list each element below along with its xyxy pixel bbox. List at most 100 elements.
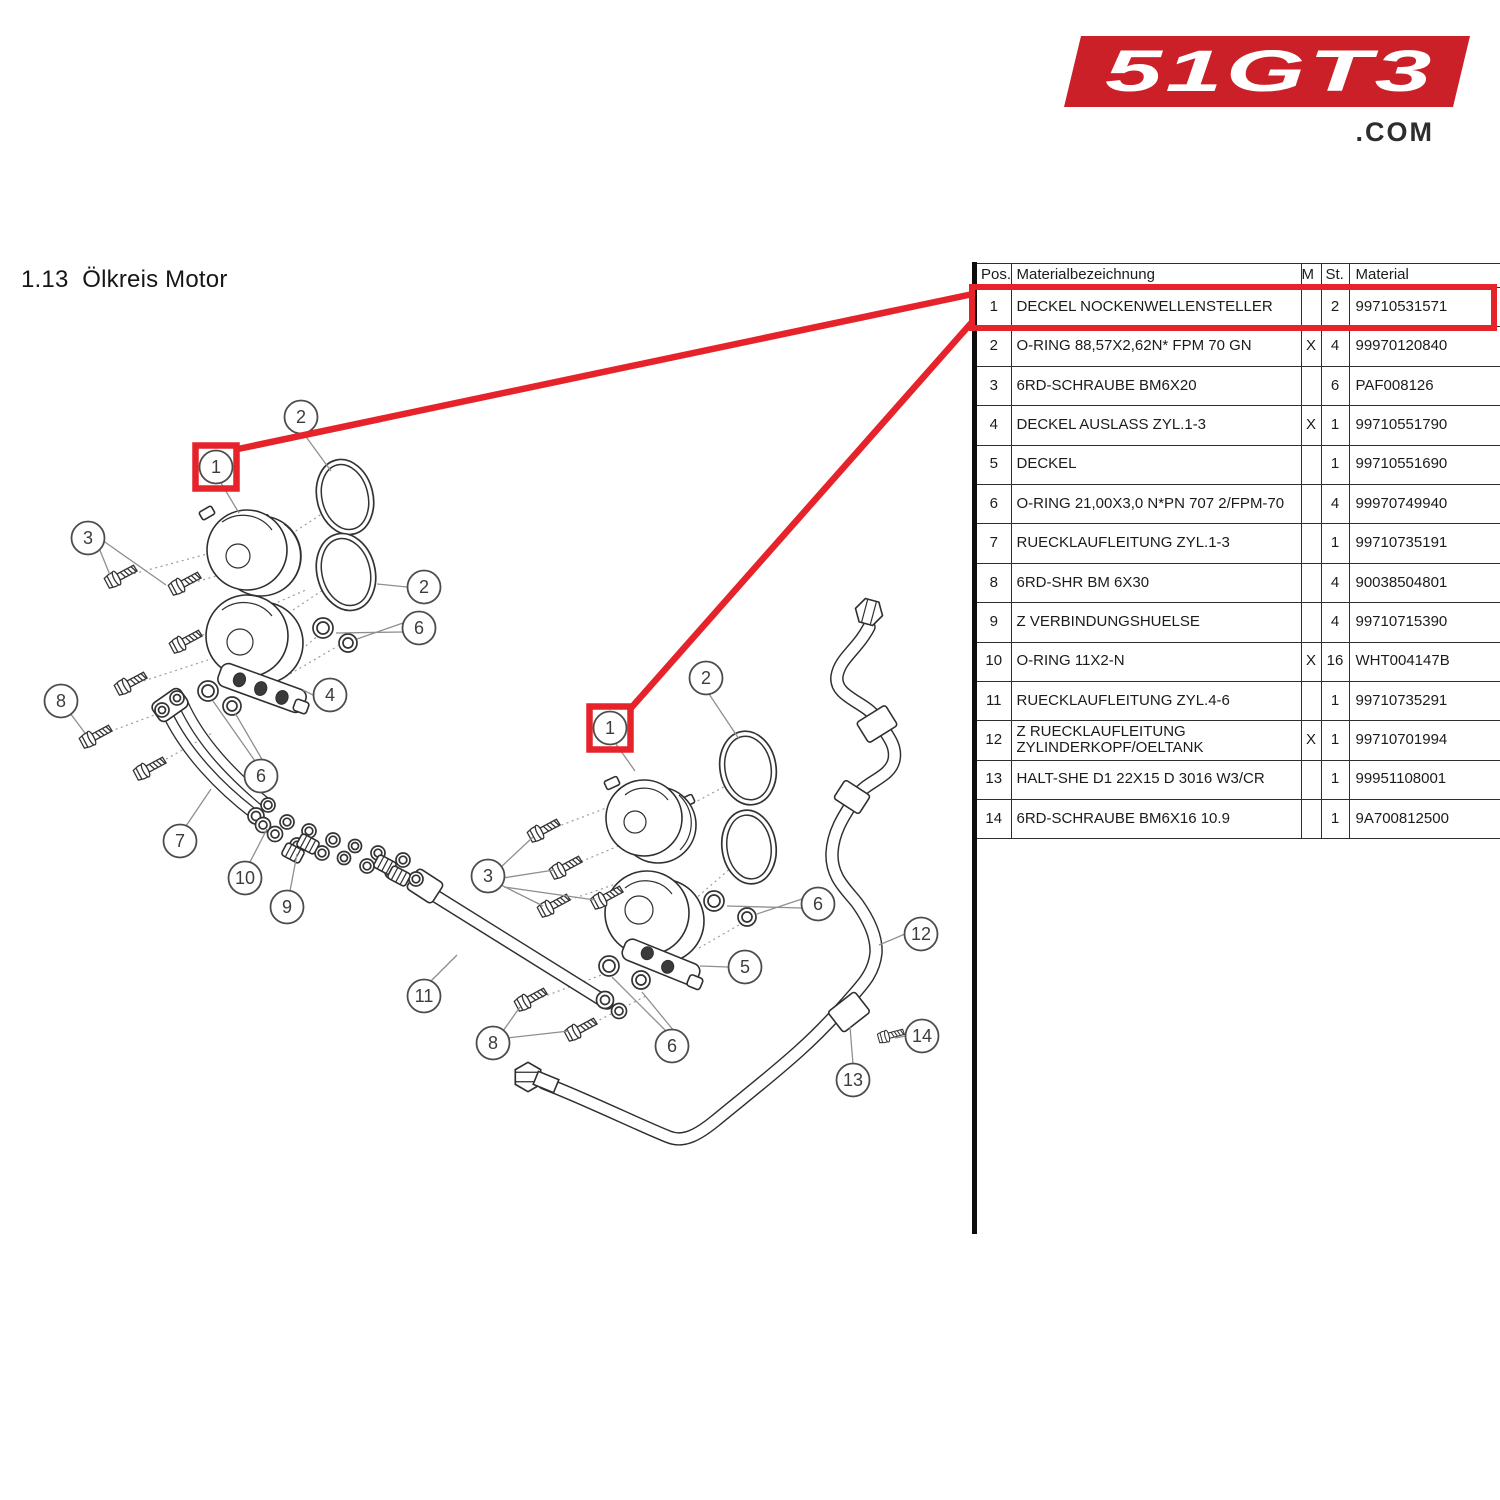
o-rings-left [197,458,377,716]
cell-name: DECKEL AUSLASS ZYL.1-3 [1010,405,1302,446]
cell-qty: 1 [1320,799,1350,840]
cell-pos: 11 [977,680,1012,722]
cell-name: O-RING 21,00X3,0 N*PN 707 2/FPM-70 [1010,483,1302,525]
cell-m [1300,562,1322,604]
svg-text:5: 5 [740,957,750,977]
cell-pos: 7 [977,523,1012,564]
callout-13: 13 [835,1062,871,1098]
col-header-m: M [1300,263,1322,288]
cell-m: X [1300,720,1322,761]
callout-6: 6 [654,1028,690,1064]
cell-m [1300,799,1322,840]
callout-5: 5 [727,949,763,985]
cell-material: 99710551690 [1348,444,1500,485]
cell-material: PAF008126 [1348,365,1500,407]
cell-material: 99970749940 [1348,483,1500,525]
cell-name: Z RUECKLAUFLEITUNG ZYLINDERKOPF/OELTANK [1010,720,1302,761]
cell-material: 99951108001 [1348,759,1500,801]
cell-qty: 1 [1320,759,1350,801]
svg-text:2: 2 [701,668,711,688]
callout-6: 6 [800,886,836,922]
cell-material: 99710735191 [1348,523,1500,564]
cell-qty: 1 [1320,444,1350,485]
svg-text:13: 13 [843,1070,863,1090]
cell-pos: 8 [977,562,1012,604]
o-rings-right [598,730,778,990]
cell-m: X [1300,641,1322,682]
callout-highlight-box [586,703,634,753]
cell-m [1300,680,1322,722]
svg-text:2: 2 [419,577,429,597]
cell-qty: 4 [1320,326,1350,367]
cell-material: 99710551790 [1348,405,1500,446]
cell-pos: 14 [977,799,1012,840]
cell-qty: 16 [1320,641,1350,682]
annotation-line-right [628,318,976,711]
col-header-material: Material [1348,263,1500,288]
cell-m [1300,286,1322,328]
cell-m [1300,483,1322,525]
callout-3: 3 [470,858,506,894]
cell-qty: 1 [1320,405,1350,446]
cell-name: Z VERBINDUNGSHUELSE [1010,602,1302,643]
cell-qty: 1 [1320,720,1350,761]
cell-qty: 1 [1320,680,1350,722]
callout-1: 1 [586,703,634,753]
callout-1: 1 [192,442,240,492]
callout-2: 2 [688,660,724,696]
cell-material: 90038504801 [1348,562,1500,604]
annotation-lines [237,290,976,711]
cell-qty: 4 [1320,602,1350,643]
cell-pos: 9 [977,602,1012,643]
callout-2: 2 [283,399,319,435]
site-logo[interactable]: 51GT3 .COM [1064,36,1470,147]
table-left-rule [972,262,977,1234]
col-header-pos: Pos. [977,263,1012,288]
cell-pos: 5 [977,444,1012,485]
callout-4: 4 [312,677,348,713]
camshaft-cover-right [603,775,705,991]
svg-text:3: 3 [483,866,493,886]
callout-11: 11 [406,978,442,1014]
svg-text:1: 1 [605,718,615,738]
svg-text:7: 7 [175,831,185,851]
cell-pos: 4 [977,405,1012,446]
callout-8: 8 [475,1025,511,1061]
cell-material: 99970120840 [1348,326,1500,367]
cell-qty: 1 [1320,523,1350,564]
cell-m: X [1300,326,1322,367]
sleeve-oring-chain [254,814,424,888]
return-pipe-11 [406,868,628,1020]
svg-text:8: 8 [56,691,66,711]
cell-m [1300,759,1322,801]
cell-pos: 10 [977,641,1012,682]
leader-lines [69,433,907,1065]
callout-9: 9 [269,889,305,925]
cell-pos: 3 [977,365,1012,407]
cell-m [1300,365,1322,407]
hose-clamp-13 [828,991,870,1033]
svg-text:4: 4 [325,685,335,705]
cell-material: WHT004147B [1348,641,1500,682]
cell-pos: 2 [977,326,1012,367]
callout-14: 14 [904,1018,940,1054]
svg-text:12: 12 [911,924,931,944]
svg-text:2: 2 [296,407,306,427]
cell-material: 99710701994 [1348,720,1500,761]
cell-name: RUECKLAUFLEITUNG ZYL.1-3 [1010,523,1302,564]
callout-12: 12 [903,916,939,952]
svg-text:6: 6 [813,894,823,914]
parts-table: Pos. Materialbezeichnung M St. Material … [977,263,1500,840]
annotation-line-left [237,290,974,453]
